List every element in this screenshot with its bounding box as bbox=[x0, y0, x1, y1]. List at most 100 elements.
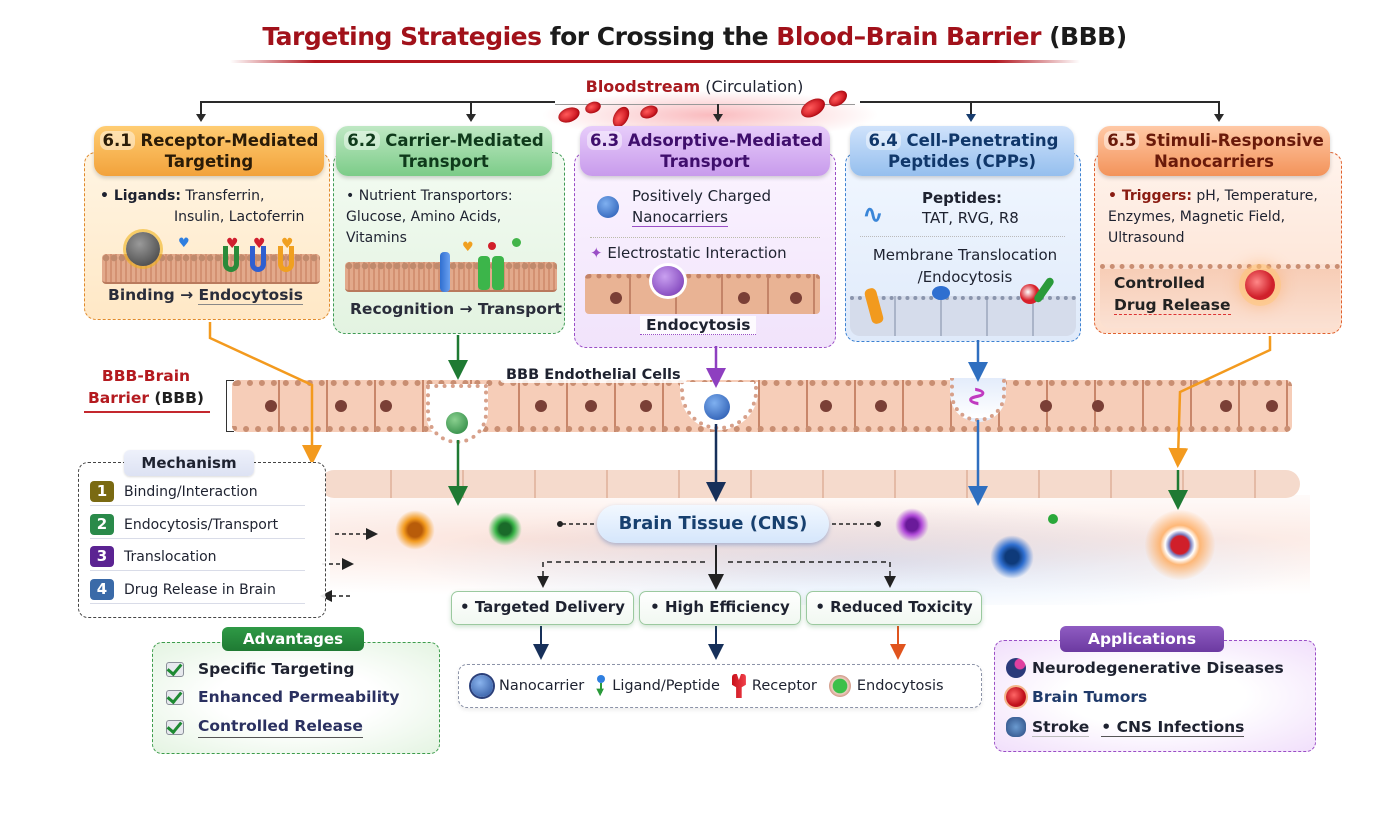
transporter-green-icon bbox=[492, 256, 504, 290]
arrow-right-icon: → bbox=[454, 300, 478, 318]
connector bbox=[970, 101, 972, 115]
legend-item-nanocarrier: Nanocarrier bbox=[471, 675, 584, 697]
title-part-2: for Crossing the bbox=[541, 22, 777, 51]
triggers-label: • Triggers: bbox=[1108, 188, 1192, 204]
title-part-1: Targeting Strategies bbox=[262, 22, 542, 51]
mechanism-step: 1 Binding/Interaction bbox=[90, 478, 305, 506]
transporters-value-2: Vitamins bbox=[346, 230, 407, 246]
ligand-heart-icon: ♥ bbox=[226, 236, 239, 252]
cell-nucleus bbox=[738, 292, 750, 304]
nutrient-molecule-icon: ♥ bbox=[462, 240, 474, 255]
ligand-peptide-icon: ▼ bbox=[596, 675, 606, 698]
nanocarrier-icon bbox=[126, 232, 160, 266]
divider bbox=[590, 237, 820, 238]
bbb-bracket bbox=[226, 380, 234, 432]
nanocarrier-icon bbox=[471, 675, 493, 697]
bbb-label-underline bbox=[84, 411, 210, 413]
membrane-translocation-text: Membrane Translocation /Endocytosis bbox=[855, 244, 1075, 288]
bbb-label-line2-red: Barrier bbox=[87, 389, 149, 407]
brain-neuro-icon bbox=[1006, 658, 1026, 678]
flow-step-endocytosis: Endocytosis bbox=[198, 286, 303, 305]
ligands-text: • Ligands: Transferrin, Insulin, Lactofe… bbox=[100, 186, 325, 228]
triggers-value-2: Enzymes, Magnetic Field, bbox=[1108, 209, 1286, 225]
transporters-value-1: Glucose, Amino Acids, bbox=[346, 209, 502, 225]
legend: Nanocarrier ▼ Ligand/Peptide Receptor En… bbox=[458, 664, 982, 708]
receptor-icon bbox=[731, 674, 746, 698]
legend-label: Ligand/Peptide bbox=[612, 678, 720, 694]
translocation-line-2: /Endocytosis bbox=[917, 268, 1013, 286]
strategy-title-line1: Carrier-Mediated bbox=[385, 131, 544, 150]
strategy-title-line2: Transport bbox=[399, 152, 489, 171]
drug-molecule-icon bbox=[1048, 514, 1058, 524]
advantages-title: Advantages bbox=[222, 627, 364, 651]
bbb-endothelial-layer bbox=[232, 380, 1292, 432]
tumor-icon bbox=[1006, 687, 1026, 707]
transporter-green-icon bbox=[478, 256, 490, 290]
receptor-green-icon bbox=[223, 246, 239, 272]
strategy-number: 6.3 bbox=[586, 131, 623, 150]
arrow-down-icon bbox=[1214, 114, 1224, 122]
bloodstream-label: Bloodstream (Circulation) bbox=[0, 77, 1389, 96]
strategy-title-line2: Targeting bbox=[164, 152, 254, 171]
strategy-header-6-2: 6.2 Carrier-Mediated Transport bbox=[336, 126, 552, 176]
advantage-item: Controlled Release bbox=[166, 714, 416, 740]
transporter-blue-icon bbox=[440, 252, 450, 292]
application-label: Neurodegenerative Diseases bbox=[1032, 659, 1284, 677]
application-label: Stroke bbox=[1032, 717, 1090, 737]
bloodstream-underline bbox=[555, 104, 855, 105]
brain-cell-layer bbox=[320, 470, 1300, 498]
cell-membrane-illustration bbox=[345, 262, 557, 292]
divider bbox=[860, 236, 1065, 237]
charged-line-2: Nanocarriers bbox=[632, 208, 728, 227]
applications-title: Applications bbox=[1060, 626, 1224, 652]
cell-nucleus bbox=[1266, 400, 1278, 412]
nutrient-transporters-text: • Nutrient Transportors: Glucose, Amino … bbox=[346, 186, 561, 249]
advantage-item: Enhanced Permeability bbox=[166, 684, 416, 710]
step-number-badge: 3 bbox=[90, 546, 114, 567]
application-label: • CNS Infections bbox=[1101, 717, 1245, 737]
application-item: Brain Tumors bbox=[1006, 683, 1147, 711]
transporters-label: • Nutrient Transportors: bbox=[346, 188, 513, 204]
cell-nucleus bbox=[1040, 400, 1052, 412]
benefit-reduced-toxicity: • Reduced Toxicity bbox=[806, 591, 982, 625]
connector bbox=[717, 104, 719, 115]
cell-nucleus bbox=[585, 400, 597, 412]
flow-step-transport: Transport bbox=[477, 300, 562, 318]
release-line-2: Drug Release bbox=[1114, 296, 1231, 315]
ligands-label: • Ligands: bbox=[100, 188, 181, 204]
bbb-label-line1: BBB-Brain bbox=[101, 367, 191, 385]
strategy-number: 6.4 bbox=[865, 131, 901, 150]
bbb-label-line2-black: (BBB) bbox=[149, 389, 205, 407]
brain-to-targeted bbox=[537, 561, 705, 588]
flow-step-recognition: Recognition bbox=[350, 300, 455, 318]
step-label: Drug Release in Brain bbox=[124, 581, 276, 598]
cell-nucleus bbox=[820, 400, 832, 412]
legend-item-ligand-peptide: ▼ Ligand/Peptide bbox=[596, 675, 720, 698]
arrow-down-icon bbox=[466, 114, 476, 122]
cell-nucleus bbox=[535, 400, 547, 412]
bloodstream-label-bold: Bloodstream bbox=[585, 77, 701, 96]
peptides-label: Peptides: bbox=[922, 189, 1003, 207]
advantage-label: Enhanced Permeability bbox=[198, 688, 400, 706]
strategy-title-line1: Adsorptive-Mediated bbox=[627, 131, 824, 150]
strategy-header-6-4: 6.4 Cell-Penetrating Peptides (CPPs) bbox=[850, 126, 1074, 176]
connector-dot bbox=[875, 521, 881, 527]
ligand-heart-icon: ♥ bbox=[253, 236, 266, 252]
ligands-value-1: Transferrin, bbox=[180, 188, 265, 204]
strategy-header-6-3: 6.3 Adsorptive-Mediated Transport bbox=[580, 126, 830, 176]
strategy-card-adsorptive-mediated bbox=[574, 152, 836, 348]
peptides-values: TAT, RVG, R8 bbox=[922, 209, 1019, 227]
stroke-icon bbox=[1006, 717, 1026, 737]
peptides-text: Peptides: TAT, RVG, R8 bbox=[922, 188, 1019, 228]
advantage-label: Controlled Release bbox=[198, 717, 363, 738]
ligands-value-2: Insulin, Lactoferrin bbox=[174, 209, 305, 225]
title-part-3: Blood–Brain Barrier bbox=[776, 22, 1041, 51]
brain-to-toxicity bbox=[728, 561, 896, 588]
cell-nucleus bbox=[610, 292, 622, 304]
strategy-title-line1: Stimuli-Responsive bbox=[1145, 131, 1324, 150]
cell-nucleus bbox=[1092, 400, 1104, 412]
application-label: Brain Tumors bbox=[1032, 688, 1148, 706]
connector bbox=[200, 101, 202, 115]
strategy-title-line1: Cell-Penetrating bbox=[906, 131, 1059, 150]
